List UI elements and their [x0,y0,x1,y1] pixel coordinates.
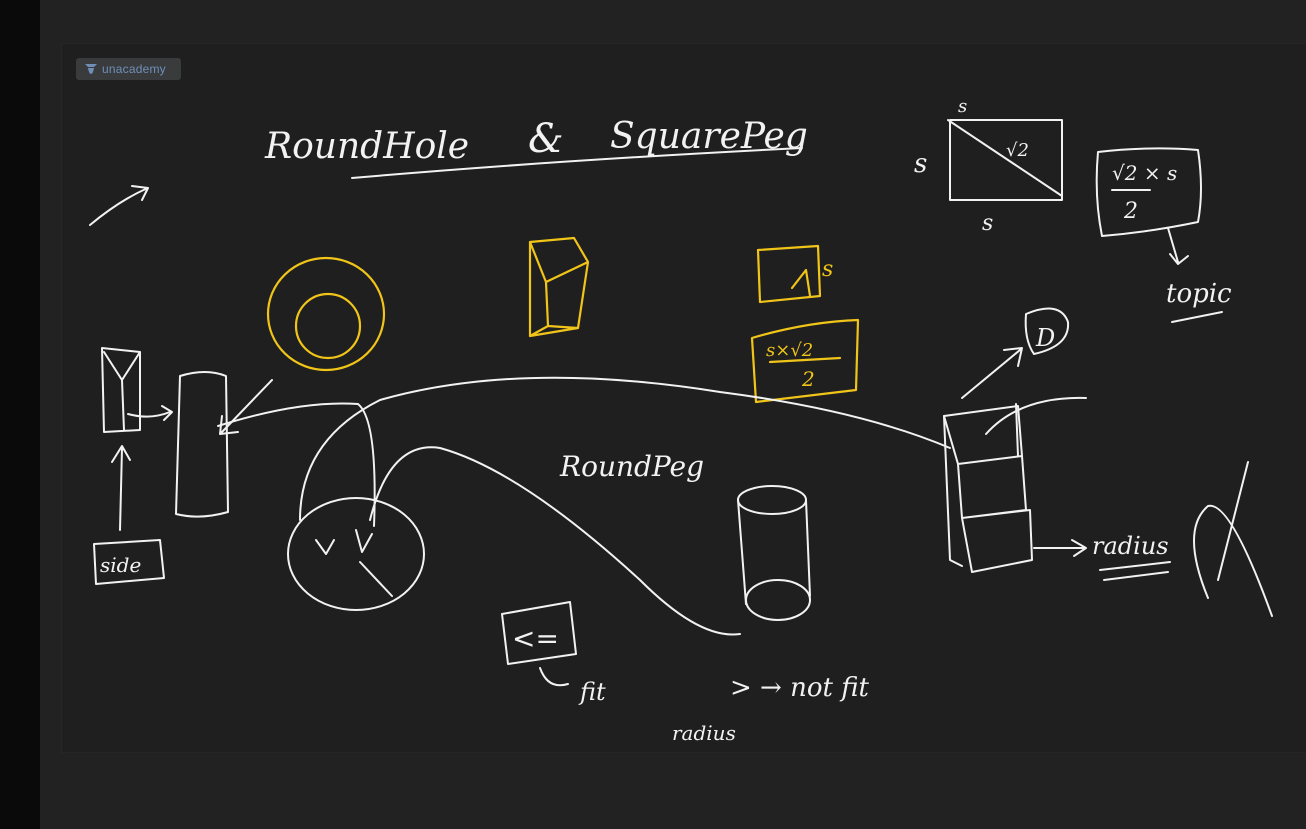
title-underline [351,147,803,179]
fit-label: fit [578,678,606,706]
cylinder-bottom [745,579,811,621]
curve-right-top [985,396,1087,435]
right-stack-outline [943,405,1033,573]
title-squarepeg: SquarePeg [610,116,808,157]
side-label: side [100,553,141,577]
label-s-top: s [958,96,967,117]
yellow-square-mark [790,268,812,298]
big-circle-marks [315,529,393,597]
lte-box [501,601,577,665]
title-ampersand: & [528,116,564,162]
stroke-arrow-to-d [961,347,1023,399]
right-stack-side [943,403,1019,567]
brand-name: unacademy [102,62,166,76]
pointer-dot [375,525,385,535]
formula-numerator: √2 × s [1112,161,1177,185]
square-diagonal [947,119,1063,197]
curve-long-arc [299,376,951,521]
topic-label: topic [1166,279,1232,309]
yellow-label-s: s [822,257,833,282]
stroke-arrow-left [127,405,173,421]
lte-box-text: <= [512,622,559,655]
whiteboard-canvas[interactable] [62,44,1306,752]
yellow-formula-denominator: 2 [801,367,815,391]
left-tall-rect [175,371,229,518]
formula-box [1095,147,1202,237]
label-diagonal: √2 [1006,140,1029,161]
big-circle [287,497,425,611]
left-sidebar-strip [0,0,40,829]
formula-denominator: 2 [1123,199,1138,224]
yellow-outer-circle [266,256,386,372]
curve-to-cylinder [369,446,741,636]
stroke-arrow-up [111,445,131,531]
unacademy-logo-icon [85,64,97,74]
title-roundhole: RoundHole [264,126,469,167]
cylinder-top [737,485,807,515]
stroke-arrow-radius [1033,539,1087,557]
topic-underline [1171,311,1223,323]
radius-small-label: radius [672,721,736,745]
roundpeg-label: RoundPeg [559,450,704,483]
radius-label: radius [1092,532,1169,560]
label-s-left: s [914,149,927,179]
cylinder-body [737,499,811,605]
square-top-right [949,119,1063,201]
brand-badge: unacademy [76,58,181,80]
yellow-inner-circle [294,292,362,360]
d-circle [1024,307,1070,355]
curve-long-top [217,402,376,527]
yellow-formula-line [768,356,842,364]
big-cross [1193,461,1273,617]
stroke-arrow-fit [539,667,569,687]
d-label: D [1035,324,1055,352]
not-fit-label: > → not fit [730,673,870,703]
stroke-arrow-topleft [89,185,149,226]
radius-underline [1099,561,1171,581]
stroke-arrow-to-rect [219,379,273,435]
label-s-bottom: s [982,211,993,236]
yellow-prism [528,236,590,338]
stroke-arrow-to-topic [1167,227,1189,265]
side-box [93,539,165,585]
left-peg-shape [101,347,141,433]
yellow-formula-numerator: s×√2 [766,340,813,361]
yellow-formula-box [750,318,860,404]
yellow-small-square [756,244,822,304]
